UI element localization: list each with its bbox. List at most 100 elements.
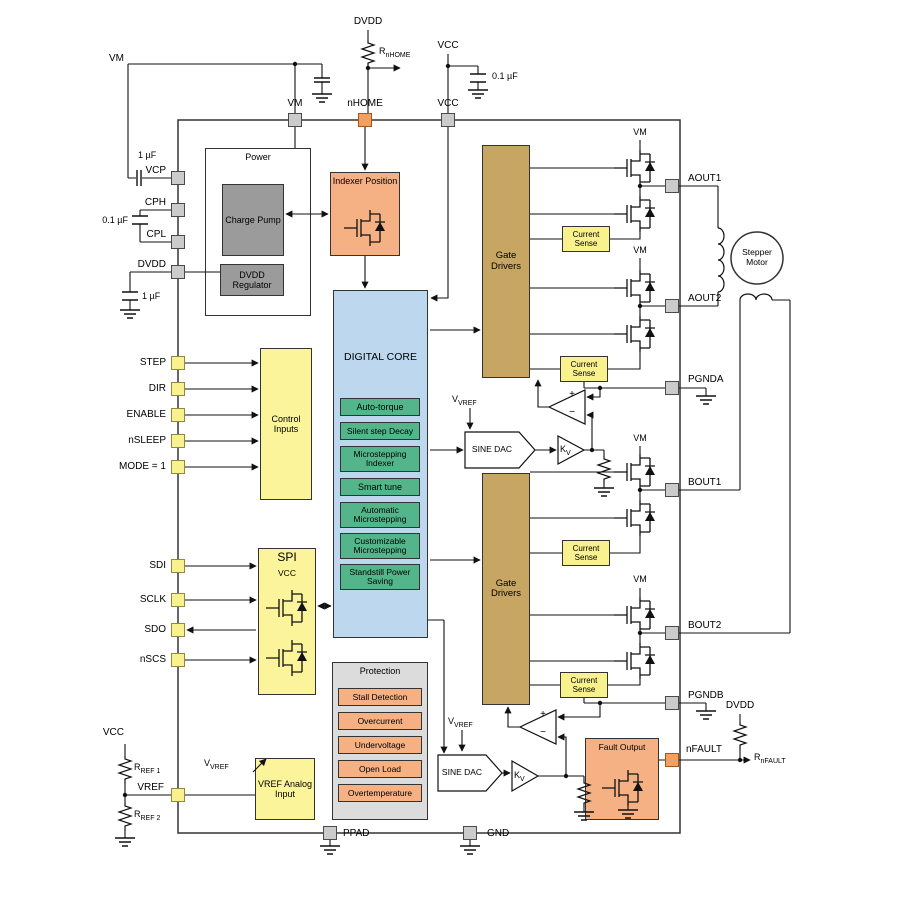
r-nfault-label: RnFAULT [754, 752, 786, 765]
motor-coil-a-icon [717, 227, 725, 293]
pin-nfault-label: nFAULT [686, 744, 722, 755]
pin-bout2 [665, 626, 679, 640]
power-section-label: Power [245, 152, 271, 162]
r-ref1-label: RREF 1 [134, 762, 161, 775]
protection-stall-detection: Stall Detection [338, 688, 422, 706]
pin-pgnda-label: PGNDA [688, 374, 724, 385]
spi-label: SPI [277, 550, 297, 564]
pin-vm-label: VM [287, 98, 303, 109]
vcc-ref-label: VCC [102, 727, 124, 738]
pin-aout1 [665, 179, 679, 193]
charge-pump-block: Charge Pump [222, 184, 284, 256]
pin-cpl [171, 235, 185, 249]
core-feature-microstepping-indexer: Microstepping Indexer [340, 446, 420, 472]
pin-ppad [323, 826, 337, 840]
dvdd-fault-rail-label: DVDD [725, 700, 755, 711]
pin-mode [171, 460, 185, 474]
kv-b-label: KV [514, 770, 525, 783]
mosfet-icon [614, 316, 656, 352]
pin-gnd [463, 826, 477, 840]
comparator-a-minus-label: − [569, 407, 575, 418]
vvref-a-label: VVREF [452, 394, 477, 407]
pin-mode-label: MODE = 1 [119, 461, 166, 472]
pin-bout1 [665, 483, 679, 497]
pin-dvdd-label: DVDD [137, 259, 166, 270]
pin-aout1-label: AOUT1 [688, 173, 722, 184]
pin-ppad-label: PPAD [343, 828, 370, 839]
fault-output-block: Fault Output [585, 738, 659, 820]
core-feature-standstill-power-saving: Standstill Power Saving [340, 564, 420, 590]
core-feature-silent-step: Silent step Decay [340, 422, 420, 440]
pin-pgndb [665, 696, 679, 710]
digital-core-label: DIGITAL CORE [344, 351, 417, 363]
pin-aout2-label: AOUT2 [688, 293, 722, 304]
mosfet-icon [614, 454, 656, 490]
pin-gnd-label: GND [487, 828, 510, 839]
pin-sdi-label: SDI [149, 560, 166, 571]
mosfet-icon [614, 500, 656, 536]
pin-sclk-label: SCLK [139, 594, 166, 605]
pin-step-label: STEP [139, 357, 166, 368]
cap-vcp-label: 1 µF [138, 150, 157, 160]
cap-dvdd-label: 1 µF [142, 291, 161, 301]
pin-vcc-label: VCC [437, 98, 459, 109]
comparator-b-plus-label: + [540, 709, 546, 720]
motor-coil-b-icon [739, 293, 773, 301]
protection-open-load: Open Load [338, 760, 422, 778]
pin-vref-label: VREF [137, 782, 164, 793]
mosfet-icon [614, 150, 656, 186]
core-feature-automatic-microstepping: Automatic Microstepping [340, 502, 420, 528]
core-feature-customizable-microstepping: Customizable Microstepping [340, 533, 420, 559]
vm-rail-b2-label: VM [633, 574, 647, 584]
pin-cph [171, 203, 185, 217]
core-feature-smart-tune: Smart tune [340, 478, 420, 496]
protection-label: Protection [359, 666, 401, 676]
mosfet-icon [614, 196, 656, 232]
pin-nhome [358, 113, 372, 127]
pin-vm [288, 113, 302, 127]
cap-flying-label: 0.1 µF [102, 215, 128, 225]
pin-cph-label: CPH [144, 197, 166, 208]
r-nhome-label: RnHOME [379, 46, 411, 59]
pin-bout1-label: BOUT1 [688, 477, 722, 488]
vm-rail-a1-label: VM [633, 127, 647, 137]
vvref-b-label: VVREF [448, 716, 473, 729]
vm-rail-a2-label: VM [633, 245, 647, 255]
stepper-motor-label: Stepper Motor [742, 247, 772, 267]
pin-enable-label: ENABLE [126, 409, 166, 420]
pin-step [171, 356, 185, 370]
spi-vcc-label: VCC [278, 568, 296, 578]
vref-analog-input-block: VREF Analog Input [255, 758, 315, 820]
pin-enable [171, 408, 185, 422]
protection-overtemperature: Overtemperature [338, 784, 422, 802]
control-inputs-block: Control Inputs [260, 348, 312, 500]
protection-undervoltage: Undervoltage [338, 736, 422, 754]
pin-dir-label: DIR [148, 383, 166, 394]
pin-nhome-label: nHOME [347, 98, 383, 109]
current-sense-a2-block: Current Sense [560, 356, 608, 382]
indexer-position-block: Indexer Position [330, 172, 400, 256]
pin-bout2-label: BOUT2 [688, 620, 722, 631]
cap-vcc-label: 0.1 µF [492, 71, 518, 81]
current-sense-b2-block: Current Sense [560, 672, 608, 698]
pin-sdi [171, 559, 185, 573]
pin-vref [171, 788, 185, 802]
pin-nsleep-label: nSLEEP [128, 435, 166, 446]
pin-dir [171, 382, 185, 396]
pin-aout2 [665, 299, 679, 313]
pin-sdo-label: SDO [144, 624, 166, 635]
vvref-out-label: VVREF [204, 758, 229, 771]
pin-nsleep [171, 434, 185, 448]
vm-supply-label: VM [109, 53, 124, 64]
pin-dvdd [171, 265, 185, 279]
vcc-supply-label: VCC [437, 40, 459, 51]
pin-pgndb-label: PGNDB [688, 690, 724, 701]
gate-drivers-b-block: Gate Drivers [482, 473, 530, 705]
sine-dac-b-label: SINE DAC [441, 767, 483, 777]
pin-sclk [171, 593, 185, 607]
current-sense-b1-block: Current Sense [562, 540, 610, 566]
pin-vcc [441, 113, 455, 127]
pin-pgnda [665, 381, 679, 395]
comparator-a-plus-label: + [569, 389, 575, 400]
